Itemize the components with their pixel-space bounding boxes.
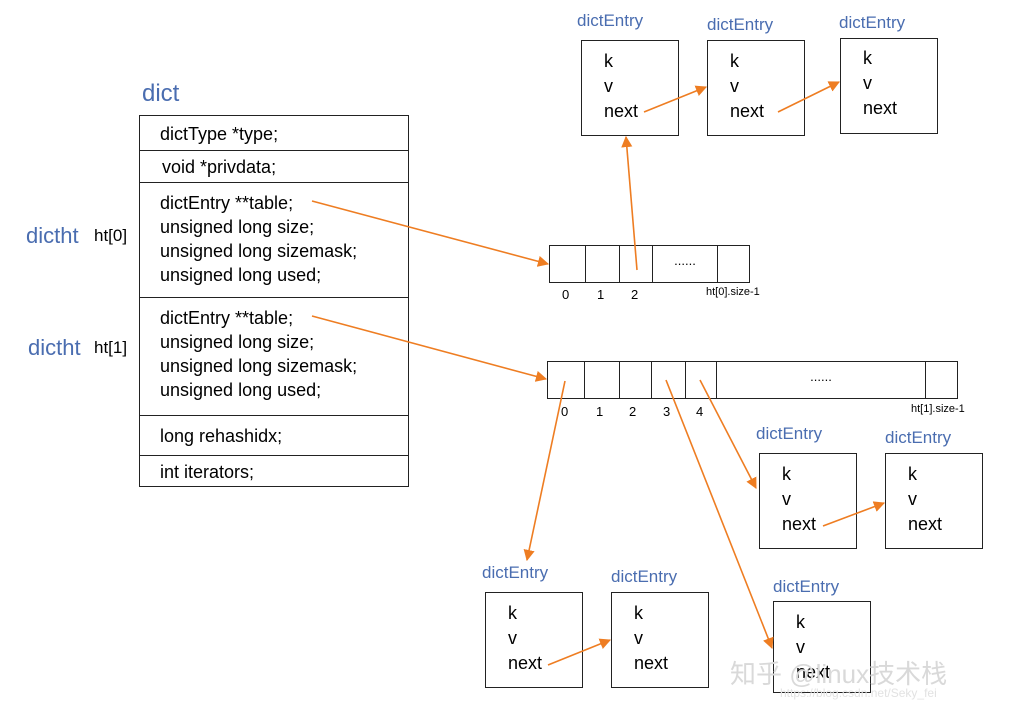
- ht0-field-used: unsigned long used;: [160, 265, 322, 285]
- dict-entry-node: k v next: [485, 592, 583, 688]
- entry-title: dictEntry: [885, 428, 952, 447]
- ht0-field-sizemask: unsigned long sizemask;: [160, 241, 358, 261]
- entry-next: next: [796, 662, 831, 682]
- arrow-ht1-bucket4-to-entry: [699, 379, 757, 489]
- entry-next: next: [508, 653, 543, 673]
- entry-value: v: [782, 489, 791, 509]
- ht1-index-3: 3: [663, 404, 671, 419]
- ht1-index-1: 1: [596, 404, 604, 419]
- ht1-bucket-0: [548, 362, 585, 398]
- entry-key: k: [908, 464, 917, 484]
- ht0-end-label: ht[0].size-1: [706, 286, 760, 298]
- ht1-bucket-1: [585, 362, 620, 398]
- ht0-field-table: dictEntry **table;: [160, 193, 294, 213]
- arrow-ht0-bucket2-to-entry: [621, 135, 638, 271]
- dict-row-iterators: int iterators;: [140, 456, 408, 488]
- arrow-entry-next-4: [822, 501, 886, 527]
- dict-entry-node: k v next: [840, 38, 938, 134]
- entry-key: k: [508, 603, 517, 623]
- dict-entry-node: k v next: [885, 453, 983, 549]
- dict-entry-node: k v next: [759, 453, 857, 549]
- ht0-table-array: ......: [549, 245, 750, 283]
- ht1-field-table: dictEntry **table;: [160, 308, 294, 328]
- entry-title: dictEntry: [707, 15, 774, 34]
- arrow-entry-next-3: [547, 638, 612, 666]
- entry-value: v: [604, 76, 613, 96]
- entry-title: dictEntry: [839, 13, 906, 32]
- ht0-bucket-1: [586, 246, 620, 282]
- ht1-index-2: 2: [629, 404, 637, 419]
- ht1-index-0: 0: [561, 404, 569, 419]
- field-privdata: void *privdata;: [162, 157, 277, 177]
- ht0-bucket-2: [620, 246, 653, 282]
- entry-value: v: [730, 76, 739, 96]
- entry-key: k: [863, 48, 872, 68]
- dict-entry-node: k v next: [707, 40, 805, 136]
- entry-key: k: [604, 51, 613, 71]
- ht1-field-sizemask: unsigned long sizemask;: [160, 356, 358, 376]
- ht1-ellipsis: ......: [717, 362, 926, 398]
- ht1-struct: dictEntry **table; unsigned long size; u…: [140, 298, 408, 416]
- field-type: dictType *type;: [160, 124, 279, 144]
- arrow-ht0-table-to-array: [311, 200, 550, 267]
- arrow-ht1-bucket3-to-entry: [665, 379, 774, 650]
- entry-title: dictEntry: [611, 567, 678, 586]
- arrow-ht1-bucket0-to-entry: [523, 380, 566, 562]
- ht0-dictht-label: dictht: [26, 223, 79, 248]
- entry-value: v: [634, 628, 643, 648]
- dict-title: dict: [142, 80, 180, 107]
- entry-title: dictEntry: [756, 424, 823, 443]
- dict-entry-node: k v next: [581, 40, 679, 136]
- ht1-end-label: ht[1].size-1: [911, 403, 965, 415]
- entry-key: k: [634, 603, 643, 623]
- ht0-index-0: 0: [562, 287, 570, 302]
- entry-next: next: [604, 101, 639, 121]
- entry-value: v: [908, 489, 917, 509]
- dict-row-privdata: void *privdata;: [140, 151, 408, 183]
- dict-row-rehashidx: long rehashidx;: [140, 416, 408, 456]
- dict-row-type: dictType *type;: [140, 116, 408, 151]
- entry-title: dictEntry: [482, 563, 549, 582]
- dict-struct: dictType *type; void *privdata; dictEntr…: [139, 115, 409, 487]
- entry-key: k: [782, 464, 791, 484]
- ht1-bucket-2: [620, 362, 652, 398]
- ht1-label: ht[1]: [94, 338, 128, 357]
- ht0-struct: dictEntry **table; unsigned long size; u…: [140, 183, 408, 298]
- ht1-dictht-label: dictht: [28, 335, 81, 360]
- ht1-field-used: unsigned long used;: [160, 380, 322, 400]
- arrow-entry-next-1: [643, 85, 708, 113]
- ht0-ellipsis: ......: [653, 246, 718, 282]
- entry-key: k: [730, 51, 739, 71]
- ht0-index-2: 2: [631, 287, 639, 302]
- entry-next: next: [730, 101, 765, 121]
- entry-next: next: [908, 514, 943, 534]
- entry-title: dictEntry: [773, 577, 840, 596]
- entry-value: v: [508, 628, 517, 648]
- entry-next: next: [634, 653, 669, 673]
- arrow-ht1-table-to-array: [311, 315, 548, 382]
- ht0-index-1: 1: [597, 287, 605, 302]
- ht1-table-array: ......: [547, 361, 958, 399]
- arrow-entry-next-2: [777, 81, 841, 113]
- watermark-brand: 知乎 @linux技术栈: [730, 659, 948, 689]
- ht1-field-size: unsigned long size;: [160, 332, 315, 352]
- ht1-bucket-3: [652, 362, 686, 398]
- entry-next: next: [782, 514, 817, 534]
- field-rehashidx: long rehashidx;: [160, 426, 283, 446]
- entry-next: next: [863, 98, 898, 118]
- watermark-url: https://blog.csdn.net/Seky_fei: [780, 686, 937, 700]
- entry-value: v: [863, 73, 872, 93]
- dict-entry-node: k v next: [611, 592, 709, 688]
- ht0-field-size: unsigned long size;: [160, 217, 315, 237]
- entry-key: k: [796, 612, 805, 632]
- ht0-bucket-0: [550, 246, 586, 282]
- field-iterators: int iterators;: [160, 462, 255, 482]
- entry-value: v: [796, 637, 805, 657]
- ht0-label: ht[0]: [94, 226, 128, 245]
- ht1-index-4: 4: [696, 404, 704, 419]
- entry-title: dictEntry: [577, 11, 644, 30]
- ht1-bucket-4: [686, 362, 717, 398]
